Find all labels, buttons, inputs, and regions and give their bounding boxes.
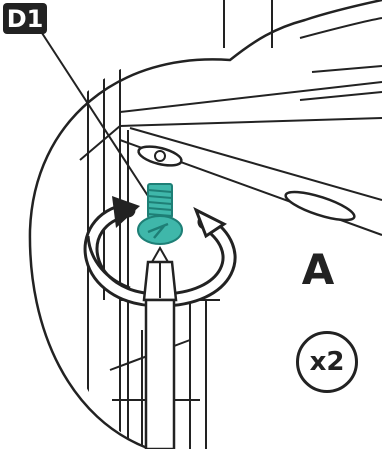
zoom-bubble-inner-edge — [300, 18, 382, 38]
assembly-label: A — [296, 244, 340, 294]
screwdriver-icon — [144, 248, 176, 449]
slot-hole-bore — [155, 151, 165, 161]
cabinet-frame-top — [224, 0, 272, 48]
leader-line — [40, 30, 148, 196]
quantity-badge: x2 — [296, 331, 358, 393]
part-id-badge: D1 — [3, 3, 47, 34]
screw-icon — [138, 184, 182, 244]
